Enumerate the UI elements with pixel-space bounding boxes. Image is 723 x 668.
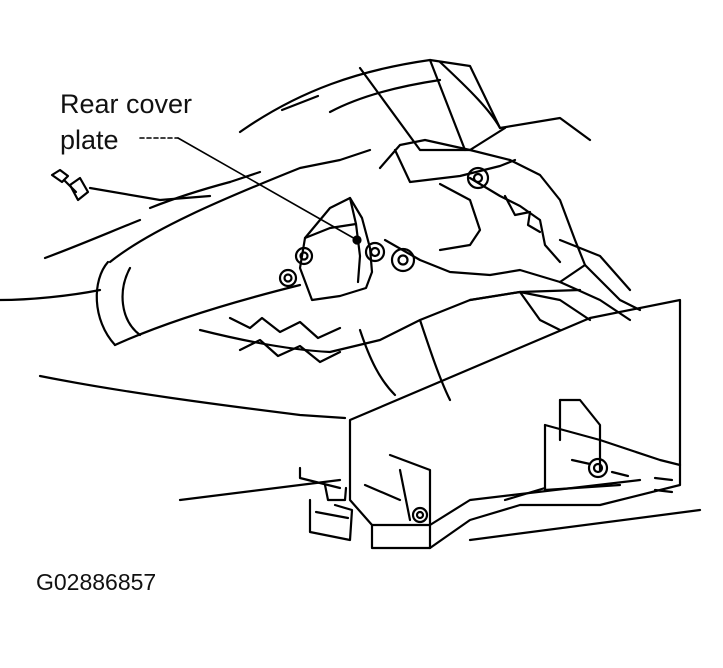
upper-body-outline (238, 58, 592, 152)
crossmember (198, 288, 592, 402)
transmission-case (378, 138, 587, 284)
left-bolt (50, 168, 90, 202)
callout-line-2: plate (60, 125, 119, 155)
right-body (558, 238, 642, 322)
figure-id: G02886857 (36, 569, 157, 595)
left-body-lines (0, 186, 347, 420)
callout-line-1: Rear cover (60, 89, 193, 119)
exhaust-pipe (95, 148, 372, 347)
transmission-jack (178, 298, 702, 550)
rear-cover-plate-label: Rear cover plate (60, 86, 192, 158)
callout-leader (139, 137, 358, 241)
jack-post (298, 466, 354, 542)
rear-cover-plate (278, 196, 416, 302)
